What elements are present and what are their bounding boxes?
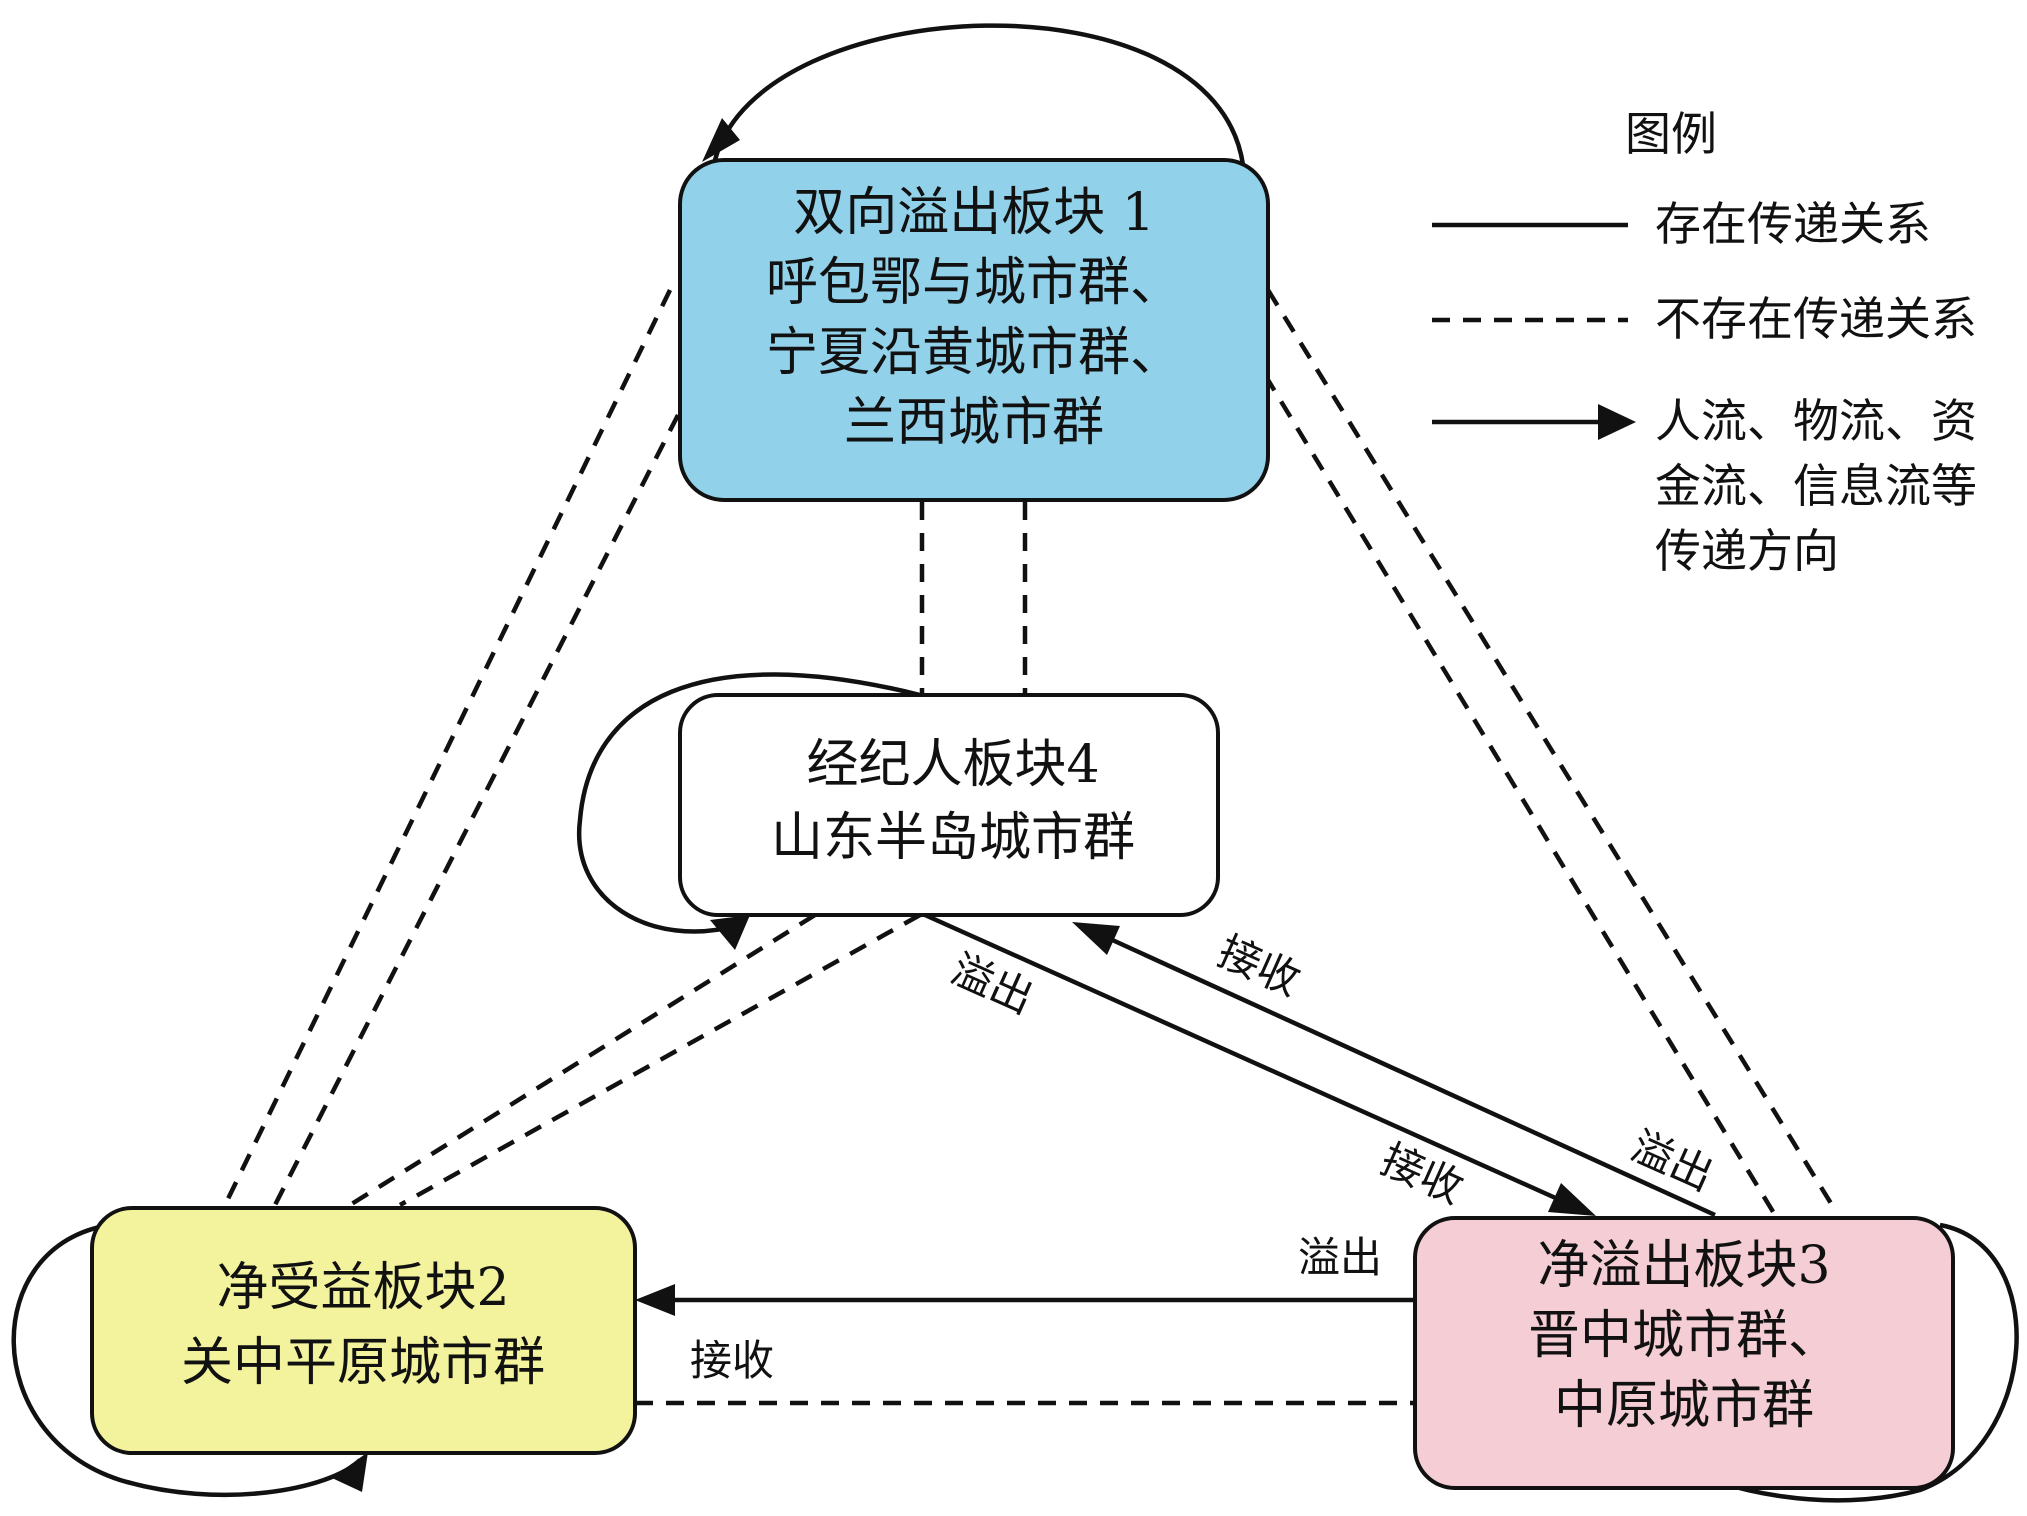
block-4-line-2: 山东半岛城市群 bbox=[771, 808, 1135, 868]
block-3-node: 净溢出板块3 晋中城市群、 中原城市群 bbox=[1413, 1216, 1955, 1490]
block-3-box bbox=[1413, 1216, 1955, 1490]
block-1-node: 双向溢出板块 1 呼包鄂与城市群、 宁夏沿黄城市群、 兰西城市群 bbox=[678, 158, 1270, 502]
label-b3-b4-spill: 溢出 bbox=[1624, 1121, 1721, 1200]
self-loop-b2 bbox=[11, 1222, 362, 1498]
dashed-b4-b2-inner bbox=[398, 913, 922, 1207]
arrow-b4-to-b3-head bbox=[1548, 1183, 1596, 1216]
block-2-box bbox=[90, 1206, 637, 1455]
self-loop-b4 bbox=[576, 672, 921, 934]
legend-dashed-label: 不存在传递关系 bbox=[1655, 292, 1977, 346]
block-1-line-4: 兰西城市群 bbox=[844, 393, 1104, 453]
label-b4-b3-spill: 溢出 bbox=[944, 944, 1041, 1023]
self-loop-b4-arrowhead bbox=[710, 915, 750, 950]
legend: 图例 存在传递关系 不存在传递关系 人流、物流、资 金流、信息流等 传递方向 bbox=[1432, 107, 1977, 578]
self-loop-b1-arrowhead bbox=[702, 118, 740, 162]
block-3-line-1: 净溢出板块3 bbox=[1537, 1236, 1830, 1296]
label-b3-b2-spill: 溢出 bbox=[1298, 1233, 1382, 1282]
dashed-connections bbox=[222, 288, 1834, 1406]
block-3-line-3: 中原城市群 bbox=[1554, 1376, 1814, 1436]
arrow-b3-to-b4 bbox=[1107, 935, 1716, 1218]
label-b4-b3-receive: 接收 bbox=[1374, 1134, 1471, 1213]
block-4-line-1: 经纪人板块4 bbox=[806, 735, 1099, 795]
dashed-b4-b2-outer bbox=[348, 913, 817, 1207]
block-4-node: 经纪人板块4 山东半岛城市群 bbox=[678, 693, 1220, 917]
block-3-line-2: 晋中城市群、 bbox=[1528, 1306, 1840, 1366]
legend-arrow-label-line-1: 人流、物流、资 bbox=[1655, 394, 1977, 448]
block-1-line-1: 双向溢出板块 1 bbox=[793, 183, 1155, 243]
block-1-line-2: 呼包鄂与城市群、 bbox=[766, 253, 1182, 313]
arrow-b3-to-b2-head bbox=[635, 1284, 675, 1316]
legend-title: 图例 bbox=[1625, 107, 1717, 161]
transfer-arrows bbox=[635, 912, 1716, 1316]
block-2-line-1: 净受益板块2 bbox=[216, 1258, 509, 1318]
legend-arrow-head bbox=[1598, 404, 1636, 440]
legend-solid-label: 存在传递关系 bbox=[1655, 197, 1931, 251]
label-b3-b2-receive: 接收 bbox=[690, 1336, 774, 1385]
self-loop-b1 bbox=[712, 23, 1246, 166]
block-2-line-2: 关中平原城市群 bbox=[181, 1333, 545, 1393]
arrow-b3-to-b4-head bbox=[1072, 922, 1120, 955]
legend-arrow-label-line-2: 金流、信息流等 bbox=[1655, 459, 1977, 513]
legend-arrow-label-line-3: 传递方向 bbox=[1655, 524, 1839, 578]
self-loop-b2-arrowhead bbox=[332, 1452, 368, 1492]
block-1-line-3: 宁夏沿黄城市群、 bbox=[766, 323, 1182, 383]
edge-labels: 溢出 接收 接收 溢出 溢出 接收 bbox=[690, 926, 1721, 1385]
block-1-box bbox=[678, 158, 1270, 502]
dashed-b1-b2-inner bbox=[272, 413, 681, 1207]
dashed-b1-b2-outer bbox=[222, 289, 673, 1206]
dashed-b1-b3-outer bbox=[1266, 288, 1834, 1207]
arrow-b4-to-b3 bbox=[924, 912, 1561, 1203]
block-2-node: 净受益板块2 关中平原城市群 bbox=[90, 1206, 637, 1455]
dashed-b1-b3-inner bbox=[1263, 373, 1777, 1217]
block-4-box bbox=[678, 693, 1220, 917]
